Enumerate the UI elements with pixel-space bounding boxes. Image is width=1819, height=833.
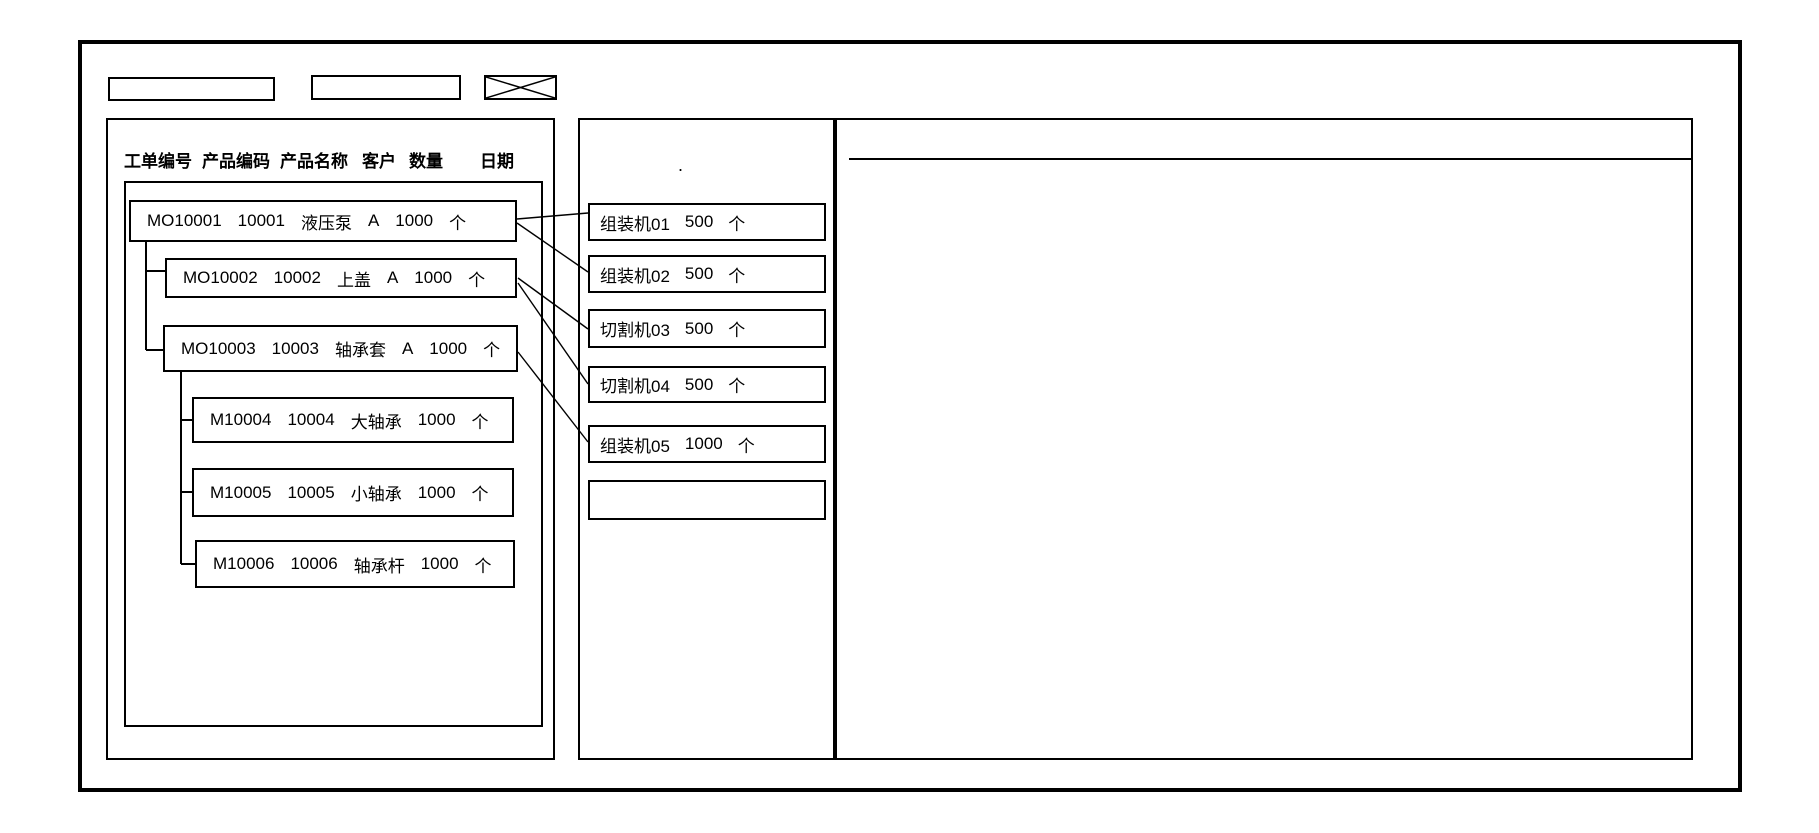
order-card-mo10003[interactable]: MO10003 10003 轴承套 A 1000 个 — [163, 325, 518, 372]
qty: 1000 — [420, 554, 459, 573]
machine-unit: 个 — [737, 436, 755, 456]
product-name: 轴承杆 — [353, 556, 405, 576]
customer: A — [367, 211, 380, 230]
machine-card-qgj03[interactable]: 切割机03 500 个 — [588, 309, 826, 348]
column-header-order-no: 工单编号 — [124, 152, 192, 171]
machine-name: 组装机02 — [600, 266, 670, 286]
unit: 个 — [468, 270, 486, 290]
machine-name: 组装机01 — [600, 214, 670, 234]
product-code: 10005 — [287, 482, 335, 502]
product-code: 10001 — [237, 211, 285, 230]
product-code: 10004 — [287, 410, 335, 429]
unit: 个 — [471, 412, 489, 432]
order-no: MO10003 — [181, 338, 256, 358]
window-frame — [78, 40, 1742, 792]
column-header-product-code: 产品编码 — [202, 152, 270, 171]
machine-card-empty[interactable] — [588, 480, 826, 520]
order-no: MO10002 — [183, 268, 258, 287]
product-name: 小轴承 — [350, 485, 402, 504]
order-card-m10005[interactable]: M10005 10005 小轴承 1000 个 — [192, 468, 514, 517]
order-card-mo10002[interactable]: MO10002 10002 上盖 A 1000 个 — [165, 258, 517, 298]
customer: A — [401, 338, 414, 358]
machine-card-zzj01[interactable]: 组装机01 500 个 — [588, 203, 826, 241]
product-name: 轴承套 — [334, 341, 386, 360]
machine-unit: 个 — [728, 266, 746, 286]
machine-card-zzj05[interactable]: 组装机05 1000 个 — [588, 425, 826, 463]
order-no: M10005 — [210, 482, 272, 502]
machine-card-qgj04[interactable]: 切割机04 500 个 — [588, 366, 826, 403]
qty: 1000 — [395, 211, 434, 230]
order-card-m10006[interactable]: M10006 10006 轴承杆 1000 个 — [195, 540, 515, 588]
product-code: 10006 — [290, 554, 338, 573]
x-cross-glyph — [485, 76, 556, 99]
machine-qty: 500 — [684, 264, 714, 283]
toolbar-input-1[interactable] — [108, 77, 275, 101]
order-no: MO10001 — [147, 211, 222, 230]
order-card-mo10001[interactable]: MO10001 10001 液压泵 A 1000 个 — [129, 200, 517, 242]
machine-qty: 500 — [684, 212, 714, 231]
machine-unit: 个 — [728, 321, 746, 340]
product-code: 10003 — [271, 338, 319, 358]
machine-unit: 个 — [728, 377, 746, 396]
column-header-customer: 客户 — [362, 152, 396, 171]
unit: 个 — [474, 556, 492, 576]
machine-name: 组装机05 — [600, 436, 670, 456]
product-name: 上盖 — [336, 270, 371, 290]
machine-qty: 500 — [684, 374, 714, 394]
machine-name: 切割机04 — [600, 377, 670, 396]
qty: 1000 — [417, 482, 456, 502]
order-no: M10004 — [210, 410, 272, 429]
tree-container — [124, 181, 543, 727]
schedule-panel — [835, 118, 1693, 760]
column-header-date: 日期 — [480, 152, 514, 171]
machine-card-zzj02[interactable]: 组装机02 500 个 — [588, 255, 826, 293]
unit: 个 — [471, 485, 489, 504]
machine-name: 切割机03 — [600, 321, 670, 340]
product-name: 液压泵 — [300, 213, 352, 233]
crossed-box-icon[interactable] — [484, 75, 557, 100]
machine-qty: 1000 — [684, 434, 723, 453]
unit: 个 — [483, 341, 501, 360]
order-no: M10006 — [213, 554, 275, 573]
column-header-qty: 数量 — [409, 152, 443, 171]
machine-unit: 个 — [728, 214, 746, 234]
qty: 1000 — [414, 268, 453, 287]
product-name: 大轴承 — [350, 412, 402, 432]
product-code: 10002 — [273, 268, 321, 287]
customer: A — [386, 268, 399, 287]
column-header-product-name: 产品名称 — [280, 152, 348, 171]
schedule-header-rule — [849, 158, 1691, 160]
unit: 个 — [449, 213, 467, 233]
stray-dot: . — [678, 155, 684, 175]
toolbar-input-2[interactable] — [311, 75, 461, 100]
qty: 1000 — [429, 338, 468, 358]
machine-qty: 500 — [684, 318, 714, 338]
qty: 1000 — [417, 410, 456, 429]
order-card-m10004[interactable]: M10004 10004 大轴承 1000 个 — [192, 397, 514, 443]
